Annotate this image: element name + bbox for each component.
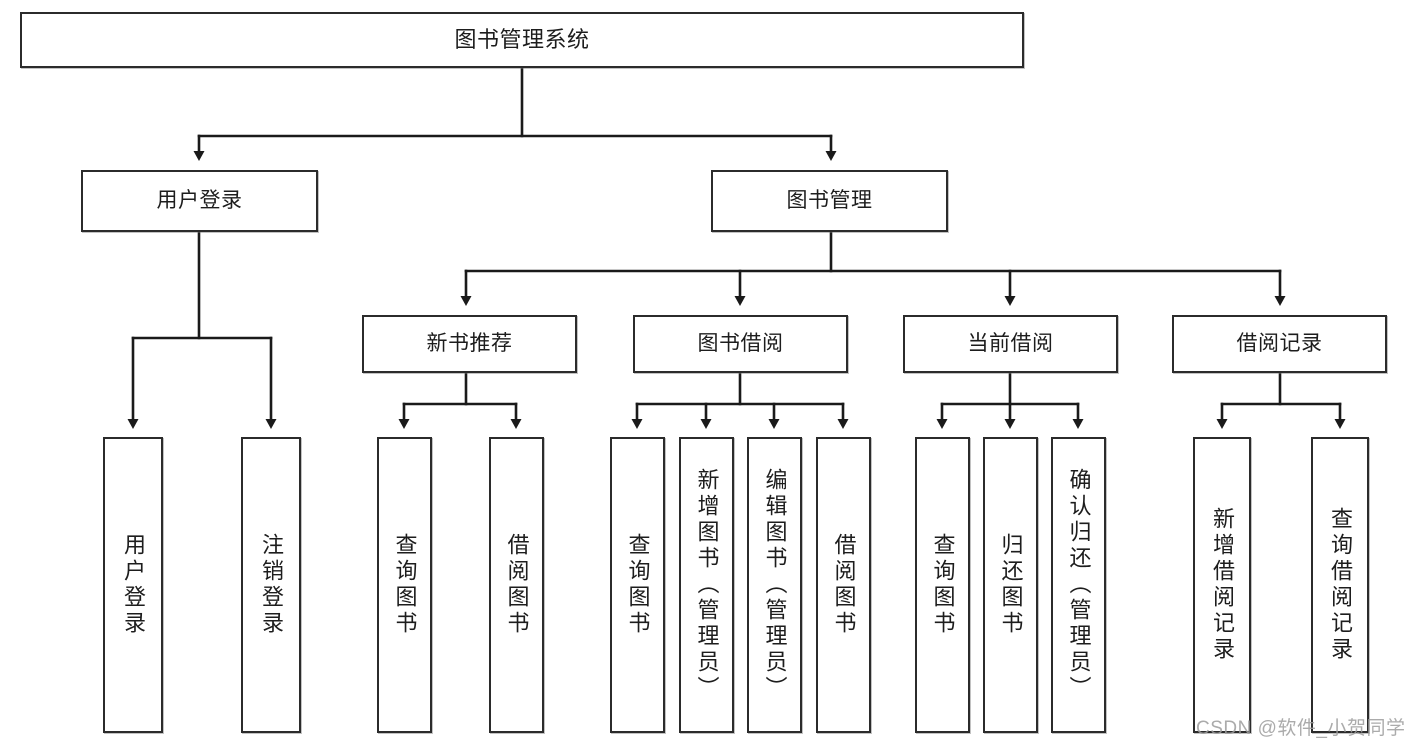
leaf-confirm-return-admin[interactable]: 确认归还（管理员） <box>1051 437 1106 733</box>
leaf-return-book-label: 归还图书 <box>998 533 1024 637</box>
leaf-borrow-book[interactable]: 借阅图书 <box>816 437 871 733</box>
leaf-return-book[interactable]: 归还图书 <box>983 437 1038 733</box>
node-root-label: 图书管理系统 <box>454 27 590 53</box>
node-new-book-recommend[interactable]: 新书推荐 <box>362 315 577 373</box>
leaf-logout-label: 注销登录 <box>259 533 284 637</box>
leaf-add-borrow-record-label: 新增借阅记录 <box>1210 507 1235 663</box>
node-root[interactable]: 图书管理系统 <box>20 12 1024 68</box>
leaf-add-book-admin[interactable]: 新增图书（管理员） <box>679 437 734 733</box>
leaf-logout[interactable]: 注销登录 <box>241 437 301 733</box>
node-current-borrow[interactable]: 当前借阅 <box>903 315 1118 373</box>
leaf-edit-book-admin[interactable]: 编辑图书（管理员） <box>747 437 802 733</box>
node-user-login[interactable]: 用户登录 <box>81 170 318 232</box>
leaf-query-book-newbook-label: 查询图书 <box>392 533 418 637</box>
leaf-borrow-book-label: 借阅图书 <box>831 533 857 637</box>
leaf-query-borrow-record-label: 查询借阅记录 <box>1328 507 1353 663</box>
leaf-query-borrow-record[interactable]: 查询借阅记录 <box>1311 437 1369 733</box>
csdn-watermark: CSDN @软件_小贺同学 <box>1196 718 1405 739</box>
leaf-confirm-return-admin-label: 确认归还（管理员） <box>1066 468 1092 702</box>
node-borrow-records[interactable]: 借阅记录 <box>1172 315 1387 373</box>
leaf-query-book-borrow-label: 查询图书 <box>625 533 651 637</box>
node-current-borrow-label: 当前借阅 <box>967 331 1054 355</box>
leaf-query-book-current[interactable]: 查询图书 <box>915 437 970 733</box>
leaf-query-book-borrow[interactable]: 查询图书 <box>610 437 665 733</box>
node-book-management-label: 图书管理 <box>786 188 873 212</box>
leaf-add-borrow-record[interactable]: 新增借阅记录 <box>1193 437 1251 733</box>
leaf-user-login-label: 用户登录 <box>121 533 146 637</box>
leaf-query-book-newbook[interactable]: 查询图书 <box>377 437 432 733</box>
leaf-query-book-current-label: 查询图书 <box>930 533 956 637</box>
node-borrow-records-label: 借阅记录 <box>1236 331 1323 355</box>
node-new-book-recommend-label: 新书推荐 <box>426 331 513 355</box>
leaf-borrow-book-newbook-label: 借阅图书 <box>504 533 530 637</box>
node-book-management[interactable]: 图书管理 <box>711 170 948 232</box>
node-user-login-label: 用户登录 <box>156 188 243 212</box>
node-book-borrow-label: 图书借阅 <box>697 331 784 355</box>
leaf-user-login[interactable]: 用户登录 <box>103 437 163 733</box>
node-book-borrow[interactable]: 图书借阅 <box>633 315 848 373</box>
leaf-borrow-book-newbook[interactable]: 借阅图书 <box>489 437 544 733</box>
leaf-add-book-admin-label: 新增图书（管理员） <box>694 468 720 702</box>
leaf-edit-book-admin-label: 编辑图书（管理员） <box>762 468 788 702</box>
